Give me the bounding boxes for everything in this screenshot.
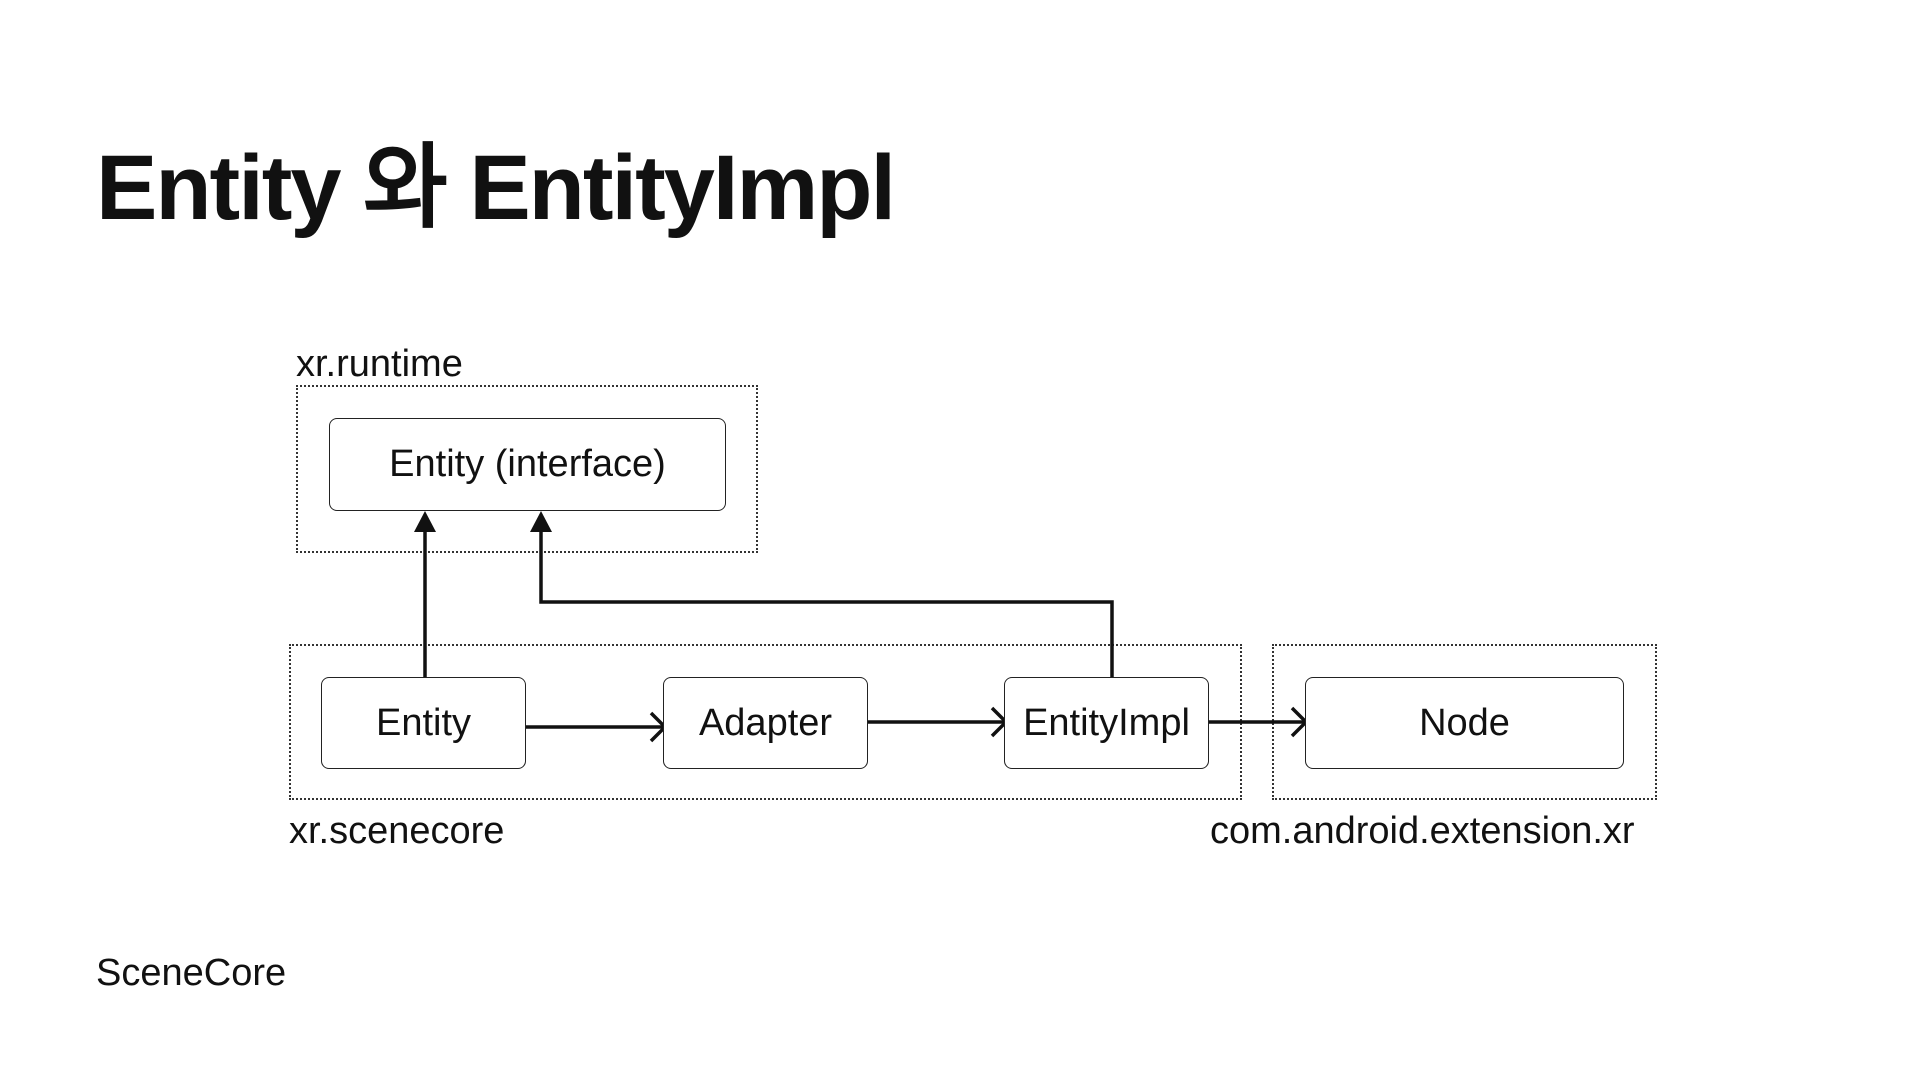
node-entity-label: Entity	[375, 701, 472, 744]
node-entity-impl: EntityImpl	[1004, 677, 1209, 769]
node-entity: Entity	[321, 677, 526, 769]
package-label-runtime: xr.runtime	[296, 343, 463, 385]
node-node-label: Node	[1419, 701, 1510, 744]
node-entity-interface: Entity (interface)	[329, 418, 726, 511]
node-adapter-label: Adapter	[698, 701, 833, 744]
package-label-scenecore: xr.scenecore	[289, 810, 505, 852]
node-adapter: Adapter	[663, 677, 868, 769]
node-entity-interface-label: Entity (interface)	[389, 443, 666, 485]
package-label-extension: com.android.extension.xr	[1210, 810, 1635, 852]
slide-title: Entity 와 EntityImpl	[96, 137, 896, 239]
node-node: Node	[1305, 677, 1624, 769]
package-box-runtime	[296, 385, 758, 553]
footer-label: SceneCore	[96, 952, 287, 994]
node-entity-impl-label: EntityImpl	[1023, 701, 1190, 744]
